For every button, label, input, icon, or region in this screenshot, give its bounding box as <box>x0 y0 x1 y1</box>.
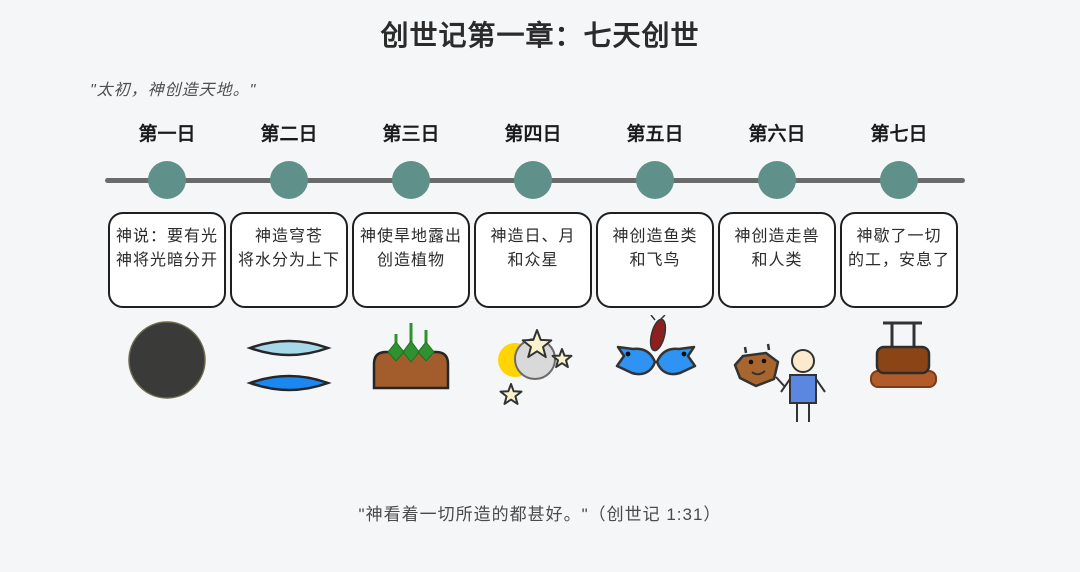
timeline-dot-7 <box>880 161 918 199</box>
day-2-text-line2: 将水分为上下 <box>237 252 340 269</box>
rest-bed-icon <box>838 315 960 427</box>
beast-and-human-icon <box>716 315 838 427</box>
day-5-text-line1: 神创造鱼类 <box>612 228 698 245</box>
day-2-card: 神造穹苍 将水分为上下 <box>230 212 348 308</box>
day-3-text-line2: 创造植物 <box>376 252 445 269</box>
sun-moon-stars-icon <box>472 315 594 427</box>
closing-quote: "神看着一切所造的都甚好。"（创世记 1:31） <box>358 505 722 524</box>
timeline-dot-3 <box>392 161 430 199</box>
day-1-label: 第一日 <box>138 124 196 145</box>
day-1-card: 神说：要有光 神将光暗分开 <box>108 212 226 308</box>
timeline-dot-5 <box>636 161 674 199</box>
day-3-card: 神使旱地露出 创造植物 <box>352 212 470 308</box>
day-4-text-line2: 和众星 <box>507 252 559 269</box>
day-3-text-line1: 神使旱地露出 <box>359 228 462 245</box>
day-4-text-line1: 神造日、月 <box>490 228 576 245</box>
day-7-card: 神歇了一切 的工，安息了 <box>840 212 958 308</box>
day-6-label: 第六日 <box>748 124 806 145</box>
fish-and-bird-icon <box>594 314 716 427</box>
day-7-text-line2: 的工，安息了 <box>847 252 950 269</box>
opening-quote: "太初，神创造天地。" <box>90 82 257 99</box>
day-6-text-line1: 神创造走兽 <box>734 228 820 245</box>
page-title: 创世记第一章：七天创世 <box>380 20 700 51</box>
day-2-label: 第二日 <box>260 124 318 145</box>
day-2-text-line1: 神造穹苍 <box>254 228 323 245</box>
timeline-dot-1 <box>148 161 186 199</box>
day-1-text-line2: 神将光暗分开 <box>115 252 218 269</box>
timeline-dot-4 <box>514 161 552 199</box>
day-6-text-line2: 和人类 <box>751 252 803 269</box>
day-5-card: 神创造鱼类 和飞鸟 <box>596 212 714 308</box>
divided-waters-icon <box>228 315 350 427</box>
day-5-label: 第五日 <box>626 124 684 145</box>
darkness-circle-icon <box>106 315 228 427</box>
timeline-dot-2 <box>270 161 308 199</box>
land-and-plants-icon <box>350 315 472 427</box>
timeline-dot-6 <box>758 161 796 199</box>
day-7-label: 第七日 <box>870 124 928 145</box>
day-7-text-line1: 神歇了一切 <box>856 228 942 245</box>
day-6-card: 神创造走兽 和人类 <box>718 212 836 308</box>
day-5-text-line2: 和飞鸟 <box>629 252 681 269</box>
day-1-text-line1: 神说：要有光 <box>115 228 218 245</box>
day-4-label: 第四日 <box>504 124 562 145</box>
day-3-label: 第三日 <box>382 124 440 145</box>
day-4-card: 神造日、月 和众星 <box>474 212 592 308</box>
